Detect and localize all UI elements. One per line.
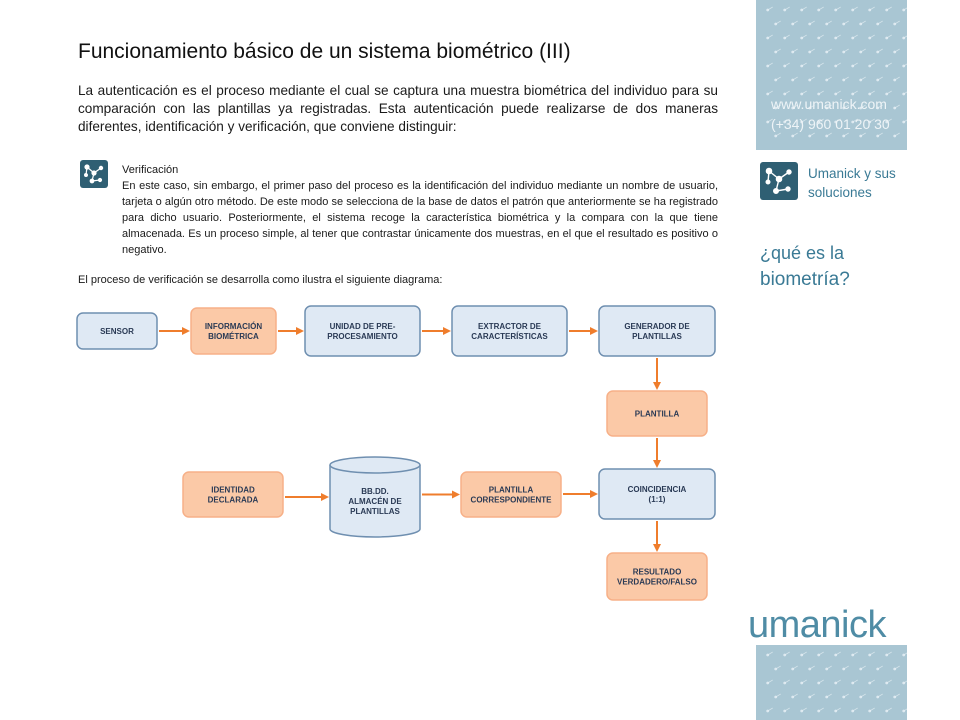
node-identity-label: DECLARADA	[208, 496, 259, 505]
node-match: COINCIDENCIA(1:1)	[598, 468, 716, 520]
sidebar-question: ¿qué es la biometría?	[760, 240, 900, 293]
node-extractor-label: EXTRACTOR DE	[478, 322, 542, 331]
node-identity-label: IDENTIDAD	[211, 486, 255, 495]
node-generator-label: PLANTILLAS	[632, 332, 682, 341]
node-database-label: BB.DD.	[361, 487, 389, 496]
phone-text: (+34) 960 01 20 30	[771, 116, 890, 132]
umanick-logo: umanick	[748, 604, 887, 646]
page-title: Funcionamiento básico de un sistema biom…	[78, 40, 571, 63]
node-extractor-label: CARACTERÍSTICAS	[471, 332, 548, 341]
node-preproc: UNIDAD DE PRE-PROCESAMIENTO	[304, 305, 421, 357]
sidebar-pattern-bottom	[756, 645, 907, 720]
node-match-label: (1:1)	[649, 495, 666, 504]
flow-intro: El proceso de verificación se desarrolla…	[78, 274, 443, 286]
intro-paragraph: La autenticación es el proceso mediante …	[78, 83, 718, 134]
node-preproc-label: PROCESAMIENTO	[327, 332, 398, 341]
node-result-label: VERDADERO/FALSO	[617, 578, 697, 587]
node-corresponding-label: PLANTILLA	[489, 486, 534, 495]
verification-network-icon	[80, 160, 108, 188]
node-sensor: SENSOR	[76, 312, 158, 350]
question-line-2: biometría?	[760, 269, 850, 290]
node-template: PLANTILLA	[606, 390, 708, 437]
node-info-label: BIOMÉTRICA	[208, 332, 259, 341]
contact-info: www.umanick.com (+34) 960 01 20 30	[771, 94, 890, 134]
question-line-1: ¿qué es la	[760, 243, 845, 263]
network-nodes-icon	[760, 162, 798, 200]
node-corresponding-label: CORRESPONDIENTE	[471, 496, 553, 505]
node-result-label: RESULTADO	[633, 568, 682, 577]
node-generator-label: GENERADOR DE	[624, 322, 690, 331]
verification-body: En este caso, sin embargo, el primer pas…	[122, 180, 718, 256]
node-sensor-label: SENSOR	[100, 327, 134, 336]
node-info-label: INFORMACIÓN	[205, 322, 263, 331]
node-preproc-label: UNIDAD DE PRE-	[330, 322, 396, 331]
node-template-label: PLANTILLA	[635, 410, 680, 419]
verification-heading: Verificación	[122, 164, 179, 176]
node-database-label: PLANTILLAS	[350, 507, 400, 516]
sidebar-pattern-top	[756, 0, 907, 150]
node-database-label: ALMACÉN DE	[348, 497, 402, 506]
verification-block: Verificación En este caso, sin embargo, …	[122, 162, 718, 258]
website-text: www.umanick.com	[771, 96, 887, 112]
sidebar-section-link[interactable]: Umanick y sus soluciones	[808, 166, 896, 200]
node-match-label: COINCIDENCIA	[628, 485, 687, 494]
